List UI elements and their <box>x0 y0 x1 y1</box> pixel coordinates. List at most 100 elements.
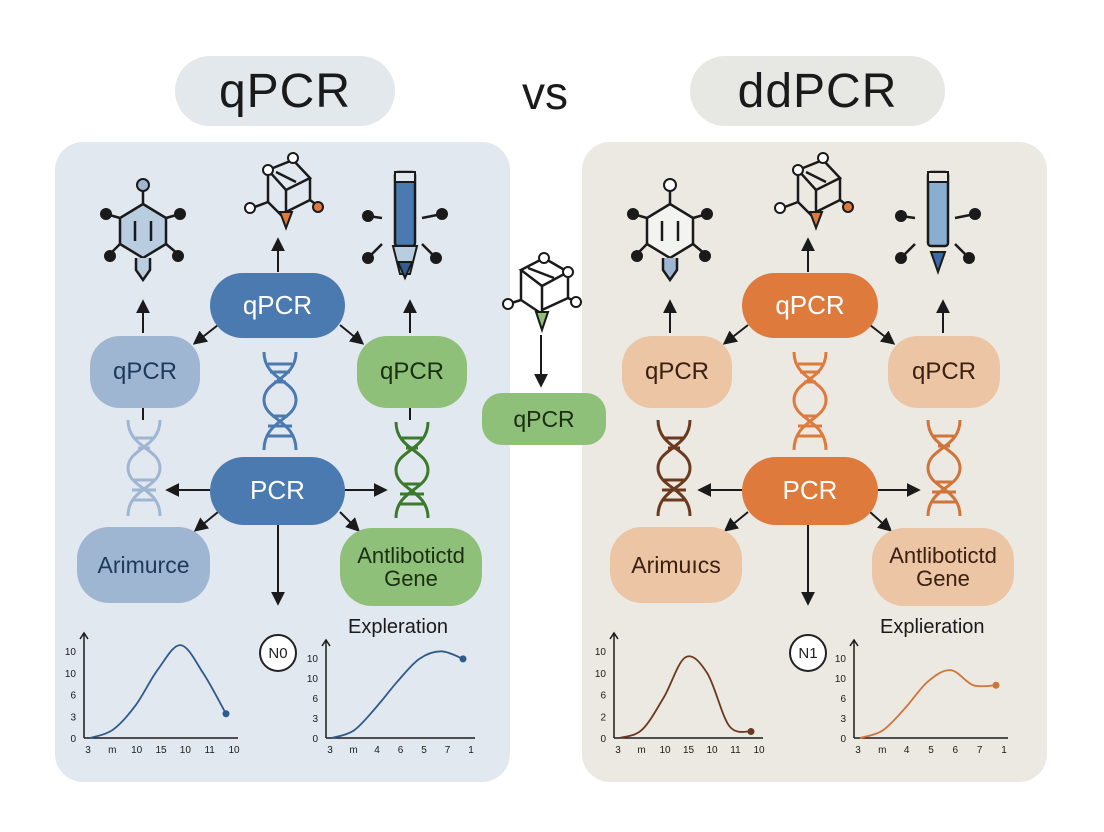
dna-helix-green-icon <box>394 421 430 519</box>
y-tick-label: 3 <box>312 714 318 725</box>
vs-label: vs <box>522 67 568 119</box>
x-tick-label: 10 <box>706 745 718 756</box>
x-tick-label: 10 <box>131 745 143 756</box>
x-tick-label: 4 <box>374 745 380 756</box>
arrow-center-to-bottom-right-r <box>869 511 893 532</box>
x-tick-label: m <box>878 745 886 756</box>
y-tick-label: 10 <box>307 654 319 665</box>
x-tick-label: 7 <box>977 745 983 756</box>
x-tick-label: 1 <box>1001 745 1007 756</box>
x-tick-label: 10 <box>753 745 765 756</box>
x-tick-label: 5 <box>421 745 427 756</box>
x-tick-label: m <box>349 745 357 756</box>
arrow-top-to-left-r <box>722 324 749 345</box>
test-tube-r-icon <box>895 170 981 276</box>
arrow-center-to-bottom-right <box>339 511 360 532</box>
y-tick-label: 6 <box>840 694 846 705</box>
arimurce-node: Arimurce <box>77 527 210 603</box>
arrow-top-to-right-r <box>869 324 896 345</box>
x-tick-label: m <box>108 745 116 756</box>
antibiotic-gene-node: Antlibotictd Gene <box>340 528 482 606</box>
arrow-center-to-bottom-left-r <box>723 511 749 532</box>
qpcr-left-node: qPCR <box>90 336 200 408</box>
qpcr-middle-node: qPCR <box>482 393 606 445</box>
qpcr-right-node: qPCR <box>357 336 467 408</box>
ddpcr-left-node: qPCR <box>622 336 732 408</box>
n0-circle: N0 <box>259 634 297 672</box>
y-tick-label: 10 <box>65 647 77 658</box>
y-tick-label: 6 <box>312 694 318 705</box>
chart-caption-left: Expleration <box>348 616 449 638</box>
y-axis-arrow <box>609 631 619 640</box>
series-line <box>331 650 464 739</box>
x-tick-label: 15 <box>155 745 167 756</box>
series-end-point <box>222 710 230 718</box>
arrow-center-to-bottom-left <box>193 511 219 532</box>
x-tick-label: 4 <box>904 745 910 756</box>
x-tick-label: 1 <box>468 745 474 756</box>
molecule-hexagon-r-icon <box>627 178 713 283</box>
arimuics-node: Arimuıcs <box>610 527 742 603</box>
x-tick-label: 6 <box>953 745 959 756</box>
series-line <box>859 669 997 739</box>
x-tick-label: 11 <box>204 745 215 756</box>
molecule-cube-icon <box>244 152 324 231</box>
x-tick-label: 3 <box>615 745 621 756</box>
x-tick-label: 15 <box>683 745 695 756</box>
arrow-top-to-right <box>339 324 365 345</box>
test-tube-icon <box>362 170 448 281</box>
x-tick-label: 11 <box>730 745 741 756</box>
y-tick-label: 0 <box>840 734 846 745</box>
title-qpcr: qPCR <box>175 56 395 126</box>
dna-helix-r-icon <box>656 419 692 517</box>
y-axis-arrow <box>849 638 859 647</box>
dna-helix-center-r-icon <box>792 351 828 451</box>
antibiotic-gene-r-node: Antlibotictd Gene <box>872 528 1014 606</box>
y-tick-label: 10 <box>595 669 607 680</box>
ddpcr-pcr-center-node: PCR <box>742 457 878 525</box>
series-end-point <box>459 655 467 663</box>
x-tick-label: m <box>637 745 645 756</box>
y-tick-label: 0 <box>600 734 606 745</box>
x-tick-label: 5 <box>928 745 934 756</box>
ddpcr-right-node: qPCR <box>888 336 1000 408</box>
y-tick-label: 2 <box>600 712 606 723</box>
y-tick-label: 10 <box>65 669 77 680</box>
y-tick-label: 10 <box>835 674 847 685</box>
molecule-hexagon-icon <box>100 178 186 283</box>
y-tick-label: 10 <box>307 674 319 685</box>
x-tick-label: 3 <box>327 745 333 756</box>
x-tick-label: 10 <box>659 745 671 756</box>
y-axis-arrow <box>321 638 331 647</box>
x-tick-label: 7 <box>445 745 451 756</box>
x-tick-label: 10 <box>228 745 240 756</box>
dna-helix-peach-icon <box>926 419 962 517</box>
series-line <box>619 655 752 739</box>
y-tick-label: 10 <box>595 647 607 658</box>
y-tick-label: 0 <box>70 734 76 745</box>
x-tick-label: 10 <box>180 745 192 756</box>
n1-circle: N1 <box>789 634 827 672</box>
y-tick-label: 6 <box>70 691 76 702</box>
dna-helix-icon <box>126 419 162 517</box>
series-end-point <box>747 728 755 736</box>
y-tick-label: 3 <box>840 714 846 725</box>
molecule-cube-middle-icon <box>502 252 582 334</box>
x-tick-label: 6 <box>398 745 404 756</box>
line-chart-ddpcr-1: 10 10 6 2 03 m 10 15 10 11 10 <box>595 631 765 756</box>
chart-caption-right: Explieration <box>880 616 985 638</box>
pcr-center-node: PCR <box>210 457 345 525</box>
y-tick-label: 10 <box>835 654 847 665</box>
molecule-cube-r-icon <box>774 152 854 231</box>
dna-helix-center-icon <box>262 351 298 451</box>
y-tick-label: 6 <box>600 691 606 702</box>
series-line <box>89 644 227 739</box>
y-tick-label: 0 <box>312 734 318 745</box>
x-tick-label: 3 <box>855 745 861 756</box>
y-axis-arrow <box>79 631 89 640</box>
y-tick-label: 3 <box>70 712 76 723</box>
